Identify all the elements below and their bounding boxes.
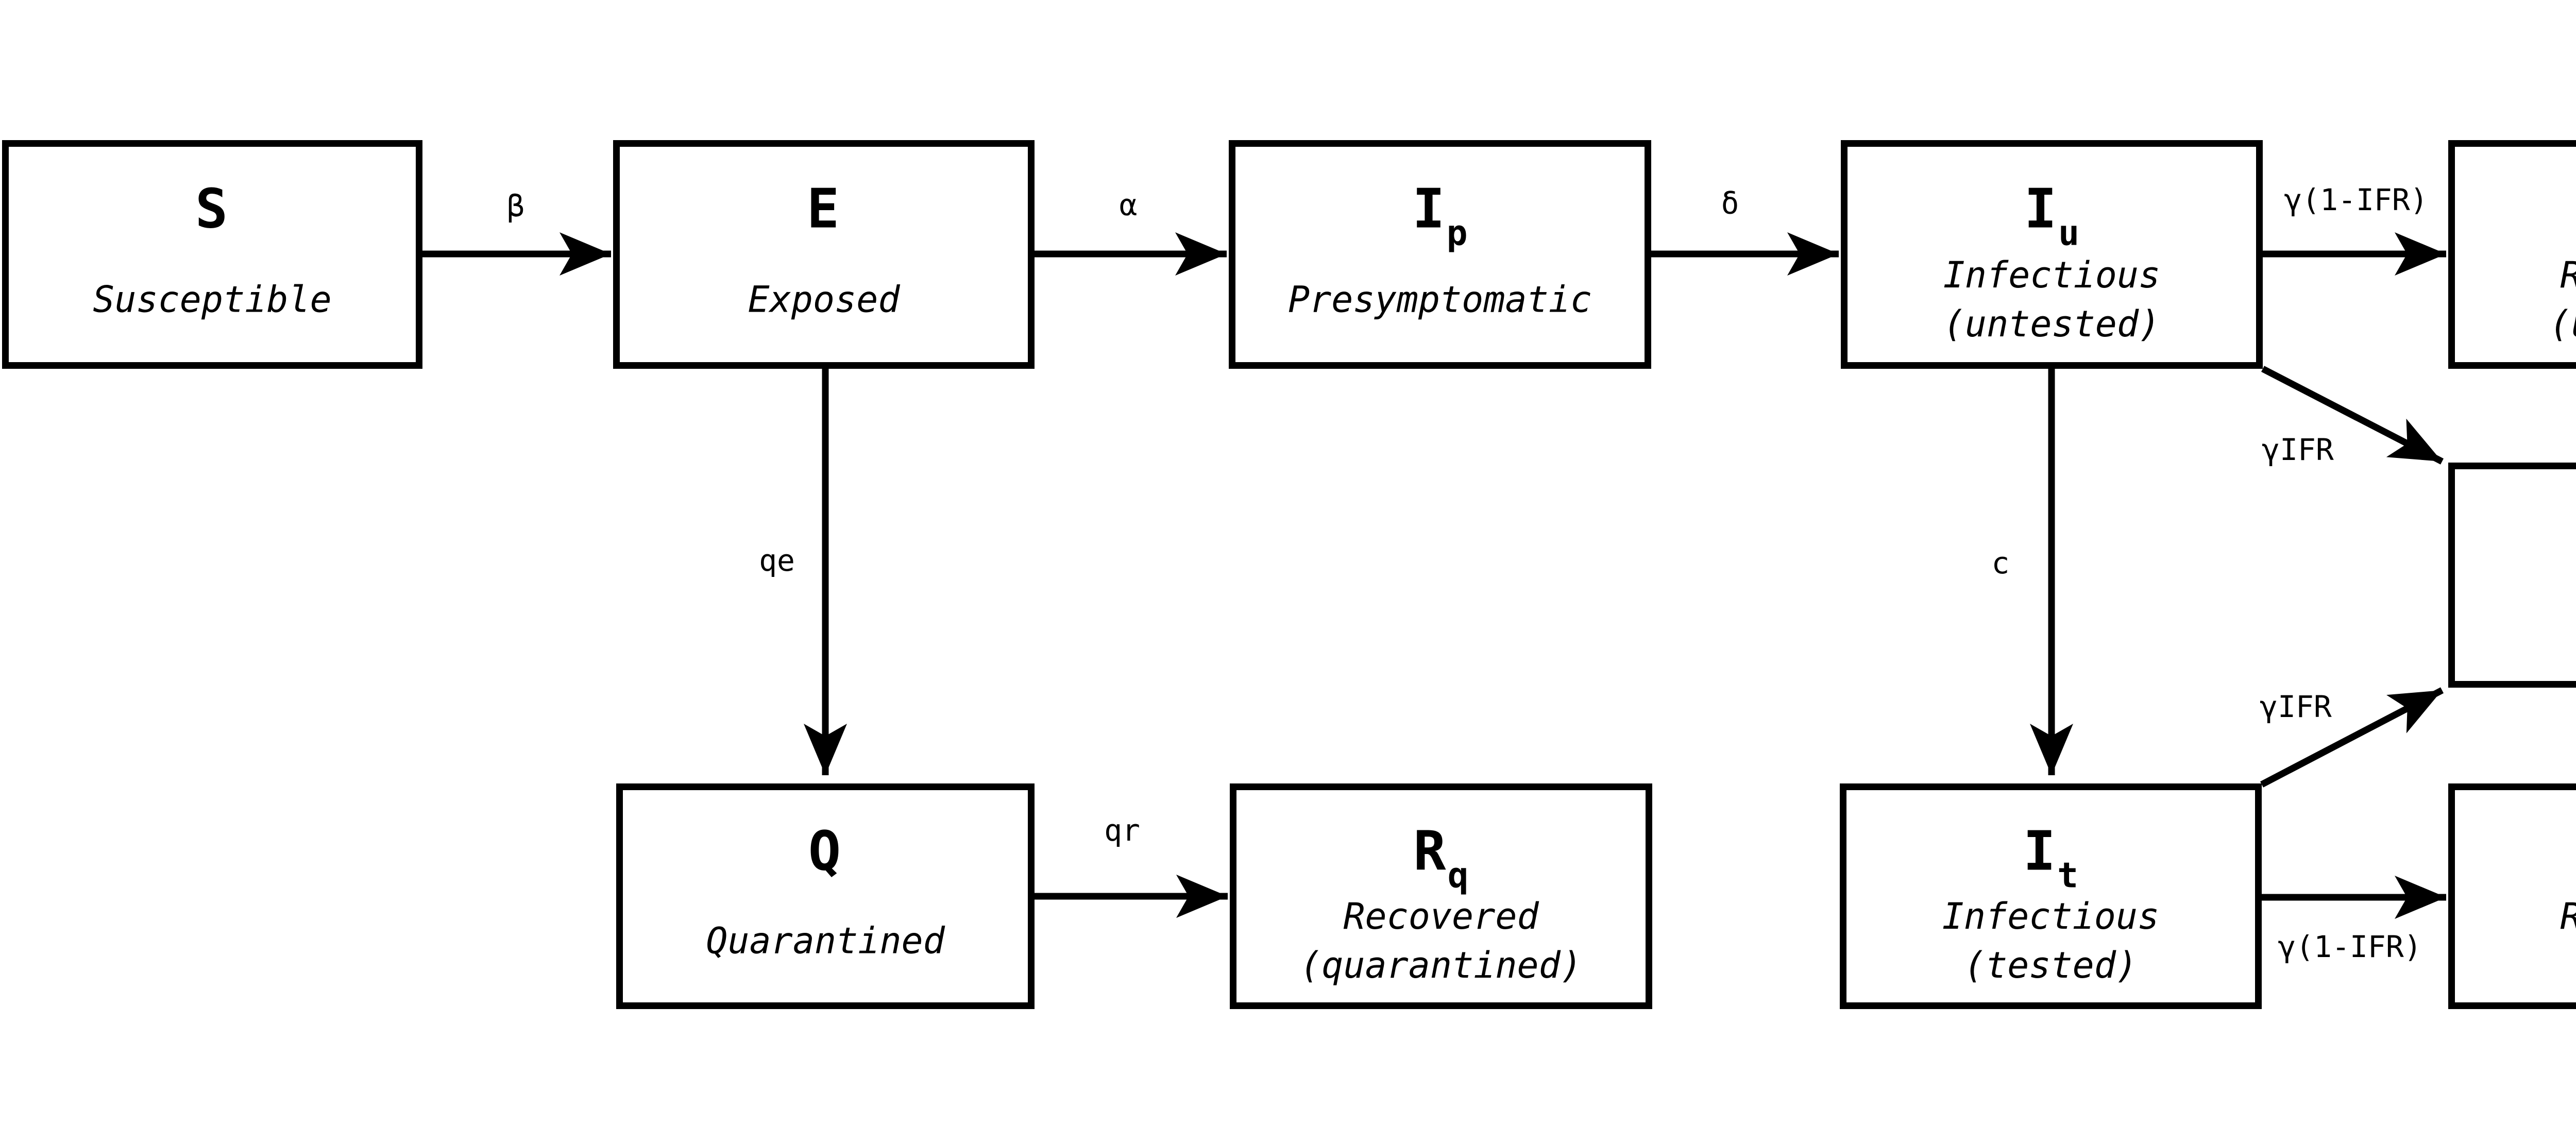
compartment-symbol: Rq [1413,820,1469,896]
compartment-box-recovered-untested: Ru Recovered (untested) [2448,140,2576,369]
edge-label-gamma-1-ifr-top: γ(1-IFR) [2282,184,2430,216]
compartment-box-infectious-tested: It Infectious (tested) [1840,783,2262,1009]
edge-label-c: c [1989,547,2012,579]
compartment-description: Recovered (tested) [2455,892,2576,990]
arrow-it-to-d [2260,687,2444,788]
edge-label-delta: δ [1719,187,1741,219]
compartment-description: Exposed [748,278,900,321]
arrow-iu-to-d [2261,366,2444,465]
edge-label-alpha: α [1117,189,1140,221]
compartment-box-infectious-untested: Iu Infectious (untested) [1841,140,2263,369]
compartment-symbol: Ru [2455,182,2576,236]
compartment-box-dead: D Dead [2448,463,2576,688]
compartment-box-recovered-tested: Ru Recovered (tested) [2448,783,2576,1009]
compartment-symbol: Ip [1412,177,1468,254]
edge-label-gamma-ifr-bottom: γIFR [2258,691,2334,723]
compartment-symbol: Ru [2455,825,2576,879]
compartment-box-exposed: E Exposed [613,140,1035,369]
compartment-box-quarantined: Q Quarantined [616,783,1035,1009]
compartment-symbol: Iu [2024,177,2080,254]
compartment-symbol: S [195,177,228,241]
compartment-box-susceptible: S Susceptible [2,140,422,369]
compartment-description: Recovered (quarantined) [1300,895,1582,986]
compartment-symbol: Q [808,820,841,883]
compartment-description: Susceptible [93,278,332,321]
compartment-description: Dead [2455,595,2576,644]
compartment-description: Quarantined [706,919,945,962]
edge-label-qr: qr [1102,814,1142,846]
compartment-symbol: E [806,177,840,241]
compartment-description: Presymptomatic [1287,278,1592,321]
compartment-description: Recovered (untested) [2549,254,2576,345]
compartment-symbol: D [2455,504,2576,558]
compartment-symbol: It [2023,820,2079,896]
edge-label-gamma-ifr-top: γIFR [2260,434,2336,466]
edge-label-beta: β [504,190,527,222]
compartment-description: Infectious (tested) [1942,895,2160,986]
compartment-box-presymptomatic: Ip Presymptomatic [1229,140,1651,369]
edge-label-qe: qe [757,544,797,576]
edge-label-gamma-1-ifr-bottom: γ(1-IFR) [2276,931,2424,963]
compartment-description: Infectious (untested) [1943,253,2161,345]
compartment-box-recovered-quarantined: Rq Recovered (quarantined) [1230,783,1652,1009]
